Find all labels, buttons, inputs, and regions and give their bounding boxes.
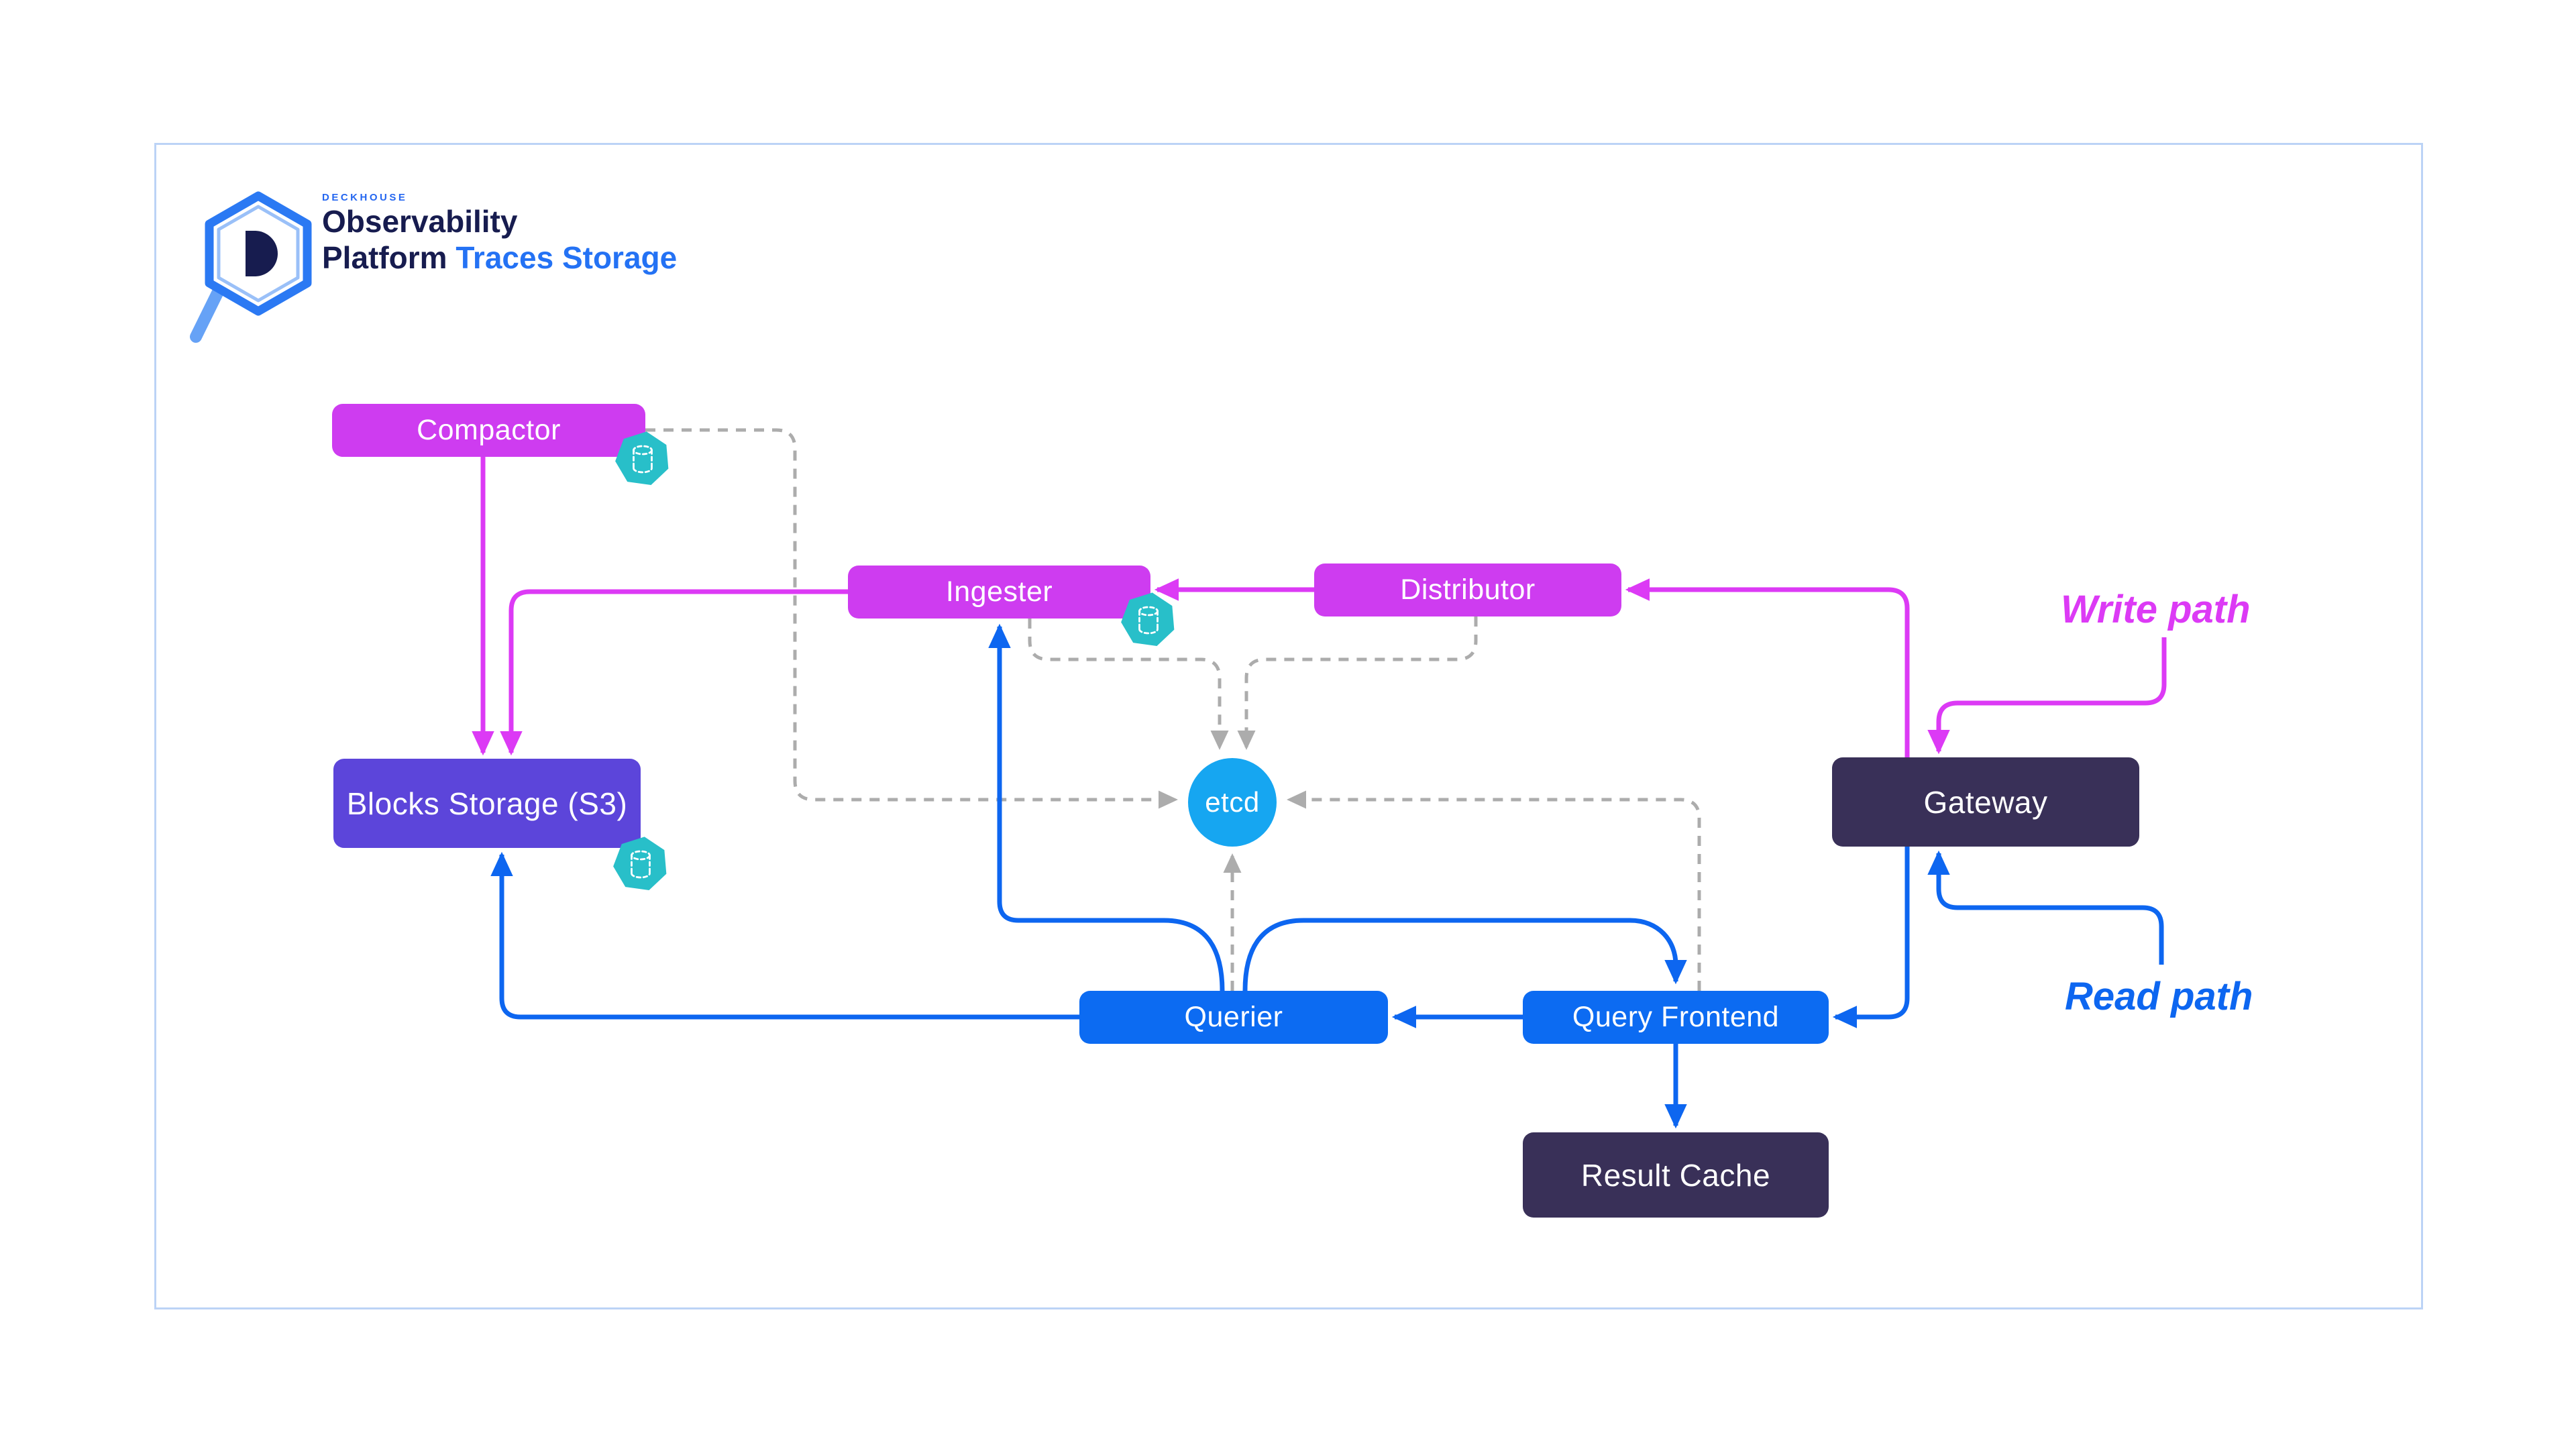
edge-ingester-to-etcd [1028, 619, 1229, 750]
edge-querier-to-ingester [988, 623, 1225, 991]
edge-querier-to-query-frontend [1242, 918, 1687, 991]
node-gateway: Gateway [1832, 757, 2139, 847]
brand-name: DECKHOUSE [322, 192, 408, 203]
diagram-frame [154, 143, 2423, 1309]
edge-write-path-annotation-to-gateway [1927, 637, 2167, 755]
node-compactor: Compactor [332, 404, 645, 457]
product-name-line1: Observability [322, 204, 518, 239]
deckhouse-logo: DECKHOUSE Observability Platform Traces … [188, 181, 792, 356]
node-distributor-label: Distributor [1400, 574, 1536, 606]
node-query-frontend: Query Frontend [1523, 991, 1829, 1044]
node-ingester-label: Ingester [945, 576, 1053, 608]
node-gateway-label: Gateway [1923, 784, 2048, 820]
edge-querier-to-blocks-storage [490, 851, 1079, 1020]
edge-ingester-to-blocks-storage [500, 589, 848, 756]
node-etcd-label: etcd [1205, 786, 1260, 818]
page-title: Traces Storage [455, 240, 678, 275]
product-name-platform: Platform [322, 240, 447, 275]
write-path-label: Write path [2061, 588, 2251, 631]
node-query-frontend-label: Query Frontend [1572, 1001, 1780, 1033]
node-compactor-label: Compactor [417, 414, 561, 446]
edge-read-path-annotation-to-gateway [1927, 850, 2164, 965]
node-querier: Querier [1079, 991, 1388, 1044]
node-querier-label: Querier [1184, 1001, 1283, 1033]
node-result-cache: Result Cache [1523, 1132, 1829, 1218]
edge-gateway-to-query-frontend [1832, 847, 1910, 1028]
edge-distributor-to-etcd [1237, 616, 1478, 750]
edge-query-frontend-to-etcd [1287, 790, 1701, 991]
node-distributor: Distributor [1314, 564, 1621, 616]
node-result-cache-label: Result Cache [1580, 1157, 1771, 1193]
edge-gateway-to-distributor [1625, 578, 1910, 757]
read-path-label: Read path [2065, 975, 2253, 1018]
product-name-line2: Platform Traces Storage [322, 239, 677, 276]
node-blocks-storage-label: Blocks Storage (S3) [346, 786, 628, 821]
deckhouse-hexagon-magnifier-icon [190, 191, 312, 343]
node-ingester: Ingester [848, 566, 1150, 619]
edge-compactor-to-etcd [645, 428, 1178, 809]
node-blocks-storage: Blocks Storage (S3) [333, 759, 641, 848]
node-etcd: etcd [1188, 758, 1277, 847]
